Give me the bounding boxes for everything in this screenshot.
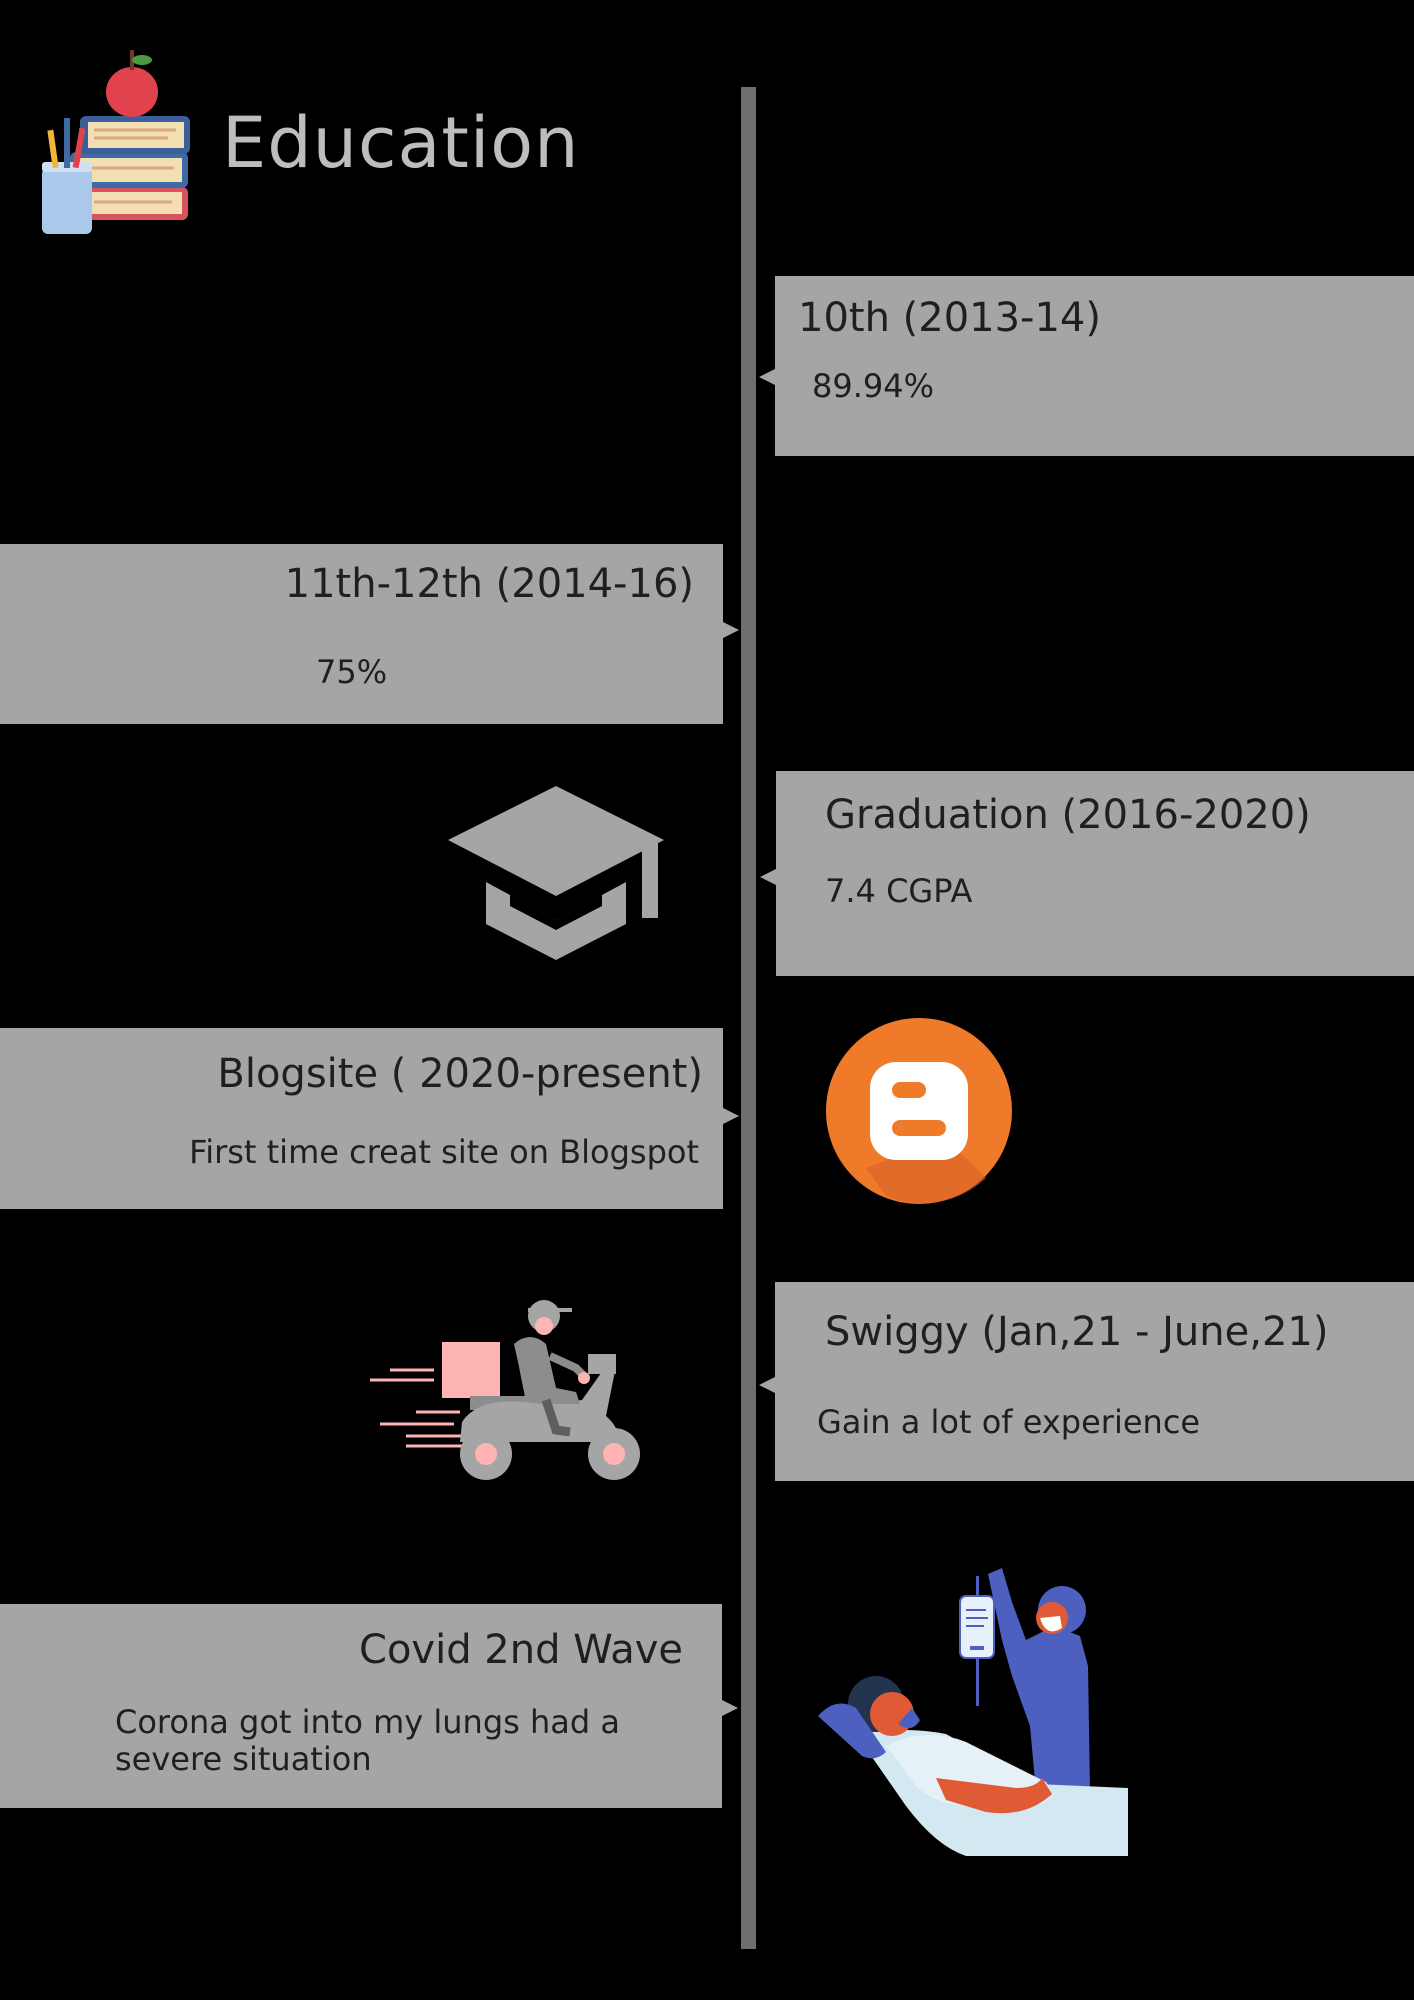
card-title: Graduation (2016-2020) <box>825 792 1311 838</box>
hospital-patient-icon <box>816 1556 1132 1856</box>
card-pointer <box>759 1377 775 1393</box>
card-pointer <box>723 622 739 638</box>
card-pointer <box>759 369 775 385</box>
timeline-card-covid: Covid 2nd Wave Corona got into my lungs … <box>0 1604 738 1808</box>
card-detail: Corona got into my lungs had a severe si… <box>115 1703 620 1778</box>
books-apple-icon <box>36 42 196 242</box>
timeline-line <box>741 87 756 1949</box>
card-title: Blogsite ( 2020-present) <box>217 1051 703 1097</box>
blogger-icon <box>826 1018 1012 1204</box>
timeline-card-graduation: Graduation (2016-2020) 7.4 CGPA <box>760 771 1414 976</box>
card-title: Covid 2nd Wave <box>359 1627 683 1673</box>
timeline-card-11th-12th: 11th-12th (2014-16) 75% <box>0 544 739 724</box>
graduation-cap-icon <box>446 784 666 960</box>
card-pointer <box>722 1700 738 1716</box>
card-pointer <box>723 1108 739 1124</box>
card-detail: 7.4 CGPA <box>825 872 973 910</box>
card-title: Swiggy (Jan,21 - June,21) <box>825 1309 1329 1355</box>
timeline-card-blogsite: Blogsite ( 2020-present) First time crea… <box>0 1028 739 1209</box>
card-detail: First time creat site on Blogspot <box>189 1133 699 1171</box>
card-detail: 89.94% <box>812 367 935 405</box>
card-title: 11th-12th (2014-16) <box>284 561 694 607</box>
timeline-card-10th: 10th (2013-14) 89.94% <box>759 276 1414 456</box>
card-pointer <box>760 869 776 885</box>
card-detail: Gain a lot of experience <box>817 1403 1201 1441</box>
card-detail: 75% <box>316 653 388 691</box>
page-title: Education <box>222 102 580 184</box>
delivery-scooter-icon <box>370 1296 646 1482</box>
card-title: 10th (2013-14) <box>798 295 1101 341</box>
timeline-card-swiggy: Swiggy (Jan,21 - June,21) Gain a lot of … <box>759 1282 1414 1481</box>
